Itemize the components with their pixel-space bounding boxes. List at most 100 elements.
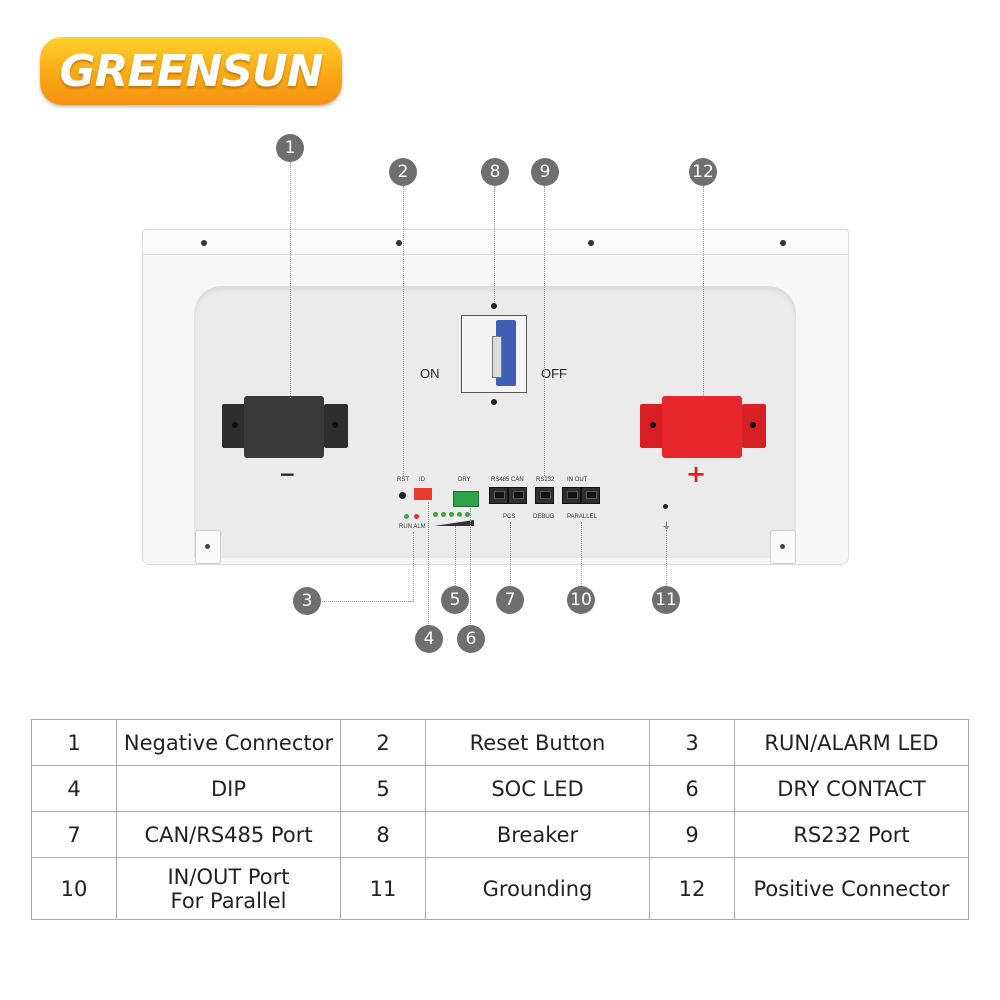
positive-connector[interactable] bbox=[640, 396, 766, 458]
callout-3: 3 bbox=[293, 587, 321, 615]
breaker-switch[interactable] bbox=[461, 315, 527, 393]
run-led bbox=[404, 514, 409, 519]
in-out-label: IN OUT bbox=[567, 477, 588, 483]
callout-2: 2 bbox=[389, 158, 417, 186]
callout-9: 9 bbox=[531, 158, 559, 186]
callout-7: 7 bbox=[496, 586, 524, 614]
legend-number: 10 bbox=[31, 857, 117, 920]
callout-12: 12 bbox=[689, 158, 717, 186]
screw bbox=[780, 240, 786, 246]
legend-label: Positive Connector bbox=[734, 857, 969, 920]
callout-5: 5 bbox=[441, 586, 469, 614]
greensun-logo: GREENSUN bbox=[40, 37, 342, 105]
leader-line-9 bbox=[544, 186, 545, 476]
leader-line-2 bbox=[403, 186, 404, 476]
mounting-bracket-right bbox=[770, 530, 796, 564]
screw bbox=[588, 240, 594, 246]
soc-scale-wedge bbox=[434, 520, 474, 526]
soc-led bbox=[449, 512, 454, 517]
leader-line-3h bbox=[320, 601, 413, 602]
legend-number: 3 bbox=[649, 719, 735, 766]
debug-label: DEBUG bbox=[533, 514, 555, 520]
negative-sign: − bbox=[279, 462, 296, 486]
parallel-label: PARALLEL bbox=[567, 514, 597, 520]
screw bbox=[396, 240, 402, 246]
callout-8: 8 bbox=[481, 158, 509, 186]
legend-label: DRY CONTACT bbox=[734, 765, 969, 812]
screw bbox=[201, 240, 207, 246]
unit-lid bbox=[142, 229, 849, 258]
callout-11: 11 bbox=[652, 586, 680, 614]
leader-line-12 bbox=[703, 186, 704, 398]
callout-4: 4 bbox=[415, 625, 443, 653]
pcs-label: PCS bbox=[503, 514, 516, 520]
leader-line-5 bbox=[455, 526, 456, 586]
grounding-screw[interactable] bbox=[663, 504, 668, 509]
table-row: 1 Negative Connector 2 Reset Button 3 RU… bbox=[31, 719, 969, 766]
dry-label: DRY bbox=[458, 477, 471, 483]
id-label: ID bbox=[419, 477, 425, 483]
reset-button[interactable] bbox=[399, 492, 406, 499]
leader-line-4 bbox=[428, 502, 429, 624]
soc-led bbox=[457, 512, 462, 517]
legend-label: CAN/RS485 Port bbox=[116, 811, 341, 858]
legend-label: IN/OUT Port For Parallel bbox=[116, 857, 341, 920]
legend-label: Negative Connector bbox=[116, 719, 341, 766]
breaker-screw bbox=[491, 399, 497, 405]
mounting-bracket-left bbox=[195, 530, 221, 564]
legend-number: 6 bbox=[649, 765, 735, 812]
positive-sign: + bbox=[686, 460, 707, 488]
table-row: 10 IN/OUT Port For Parallel 11 Grounding… bbox=[31, 857, 969, 920]
parallel-in-port[interactable] bbox=[562, 487, 581, 504]
dry-contact-terminal[interactable] bbox=[453, 491, 479, 507]
rs485-port[interactable] bbox=[489, 487, 508, 504]
rs485-can-label: RS485 CAN bbox=[491, 477, 524, 483]
logo-text: GREENSUN bbox=[59, 45, 323, 97]
callout-1: 1 bbox=[276, 134, 304, 162]
leader-line-11 bbox=[666, 530, 667, 586]
leader-line-10 bbox=[581, 522, 582, 586]
soc-led bbox=[465, 512, 470, 517]
legend-label: Reset Button bbox=[425, 719, 650, 766]
legend-table: 1 Negative Connector 2 Reset Button 3 RU… bbox=[31, 719, 969, 920]
table-row: 4 DIP 5 SOC LED 6 DRY CONTACT bbox=[31, 765, 969, 812]
legend-label: Breaker bbox=[425, 811, 650, 858]
leader-line-1 bbox=[290, 162, 291, 398]
legend-label: RS232 Port bbox=[734, 811, 969, 858]
breaker-off-label: OFF bbox=[541, 366, 567, 381]
legend-number: 9 bbox=[649, 811, 735, 858]
legend-label: Grounding bbox=[425, 857, 650, 920]
parallel-out-port[interactable] bbox=[581, 487, 600, 504]
breaker-on-label: ON bbox=[420, 366, 440, 381]
legend-number: 1 bbox=[31, 719, 117, 766]
leader-line-3 bbox=[413, 532, 414, 602]
dip-switch[interactable] bbox=[414, 488, 432, 500]
rst-label: RST bbox=[397, 477, 409, 483]
legend-number: 8 bbox=[340, 811, 426, 858]
soc-led bbox=[433, 512, 438, 517]
leader-line-6 bbox=[470, 508, 471, 624]
legend-label: SOC LED bbox=[425, 765, 650, 812]
ground-symbol: ⏚ bbox=[662, 521, 672, 531]
table-row: 7 CAN/RS485 Port 8 Breaker 9 RS232 Port bbox=[31, 811, 969, 858]
soc-led bbox=[441, 512, 446, 517]
leader-line-7 bbox=[510, 522, 511, 586]
legend-number: 4 bbox=[31, 765, 117, 812]
alarm-led bbox=[414, 514, 419, 519]
callout-6: 6 bbox=[457, 625, 485, 653]
legend-label: DIP bbox=[116, 765, 341, 812]
legend-number: 2 bbox=[340, 719, 426, 766]
legend-number: 11 bbox=[340, 857, 426, 920]
rs232-label: RS232 bbox=[536, 477, 555, 483]
can-port[interactable] bbox=[508, 487, 527, 504]
run-alm-label: RUN ALM bbox=[399, 524, 426, 530]
leader-line-8 bbox=[494, 186, 495, 302]
callout-10: 10 bbox=[567, 586, 595, 614]
rs232-port[interactable] bbox=[535, 487, 554, 504]
negative-connector[interactable] bbox=[222, 396, 348, 458]
legend-number: 12 bbox=[649, 857, 735, 920]
legend-number: 5 bbox=[340, 765, 426, 812]
breaker-screw bbox=[491, 303, 497, 309]
legend-label: RUN/ALARM LED bbox=[734, 719, 969, 766]
soc-label: SOC bbox=[452, 517, 466, 523]
